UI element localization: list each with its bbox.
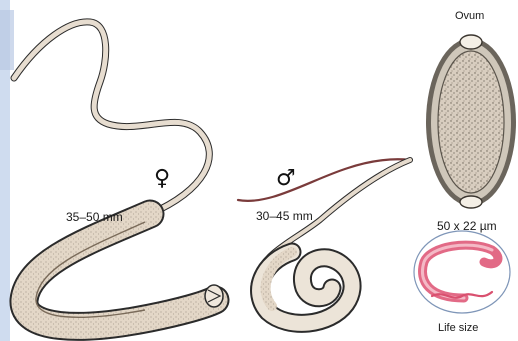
female-thin-body-outline <box>14 22 209 214</box>
male-worm <box>238 159 410 323</box>
male-symbol: ♂ <box>276 168 296 190</box>
ovum-content <box>438 51 504 193</box>
ovum-top-pole <box>460 35 482 49</box>
female-length-label: 35–50 mm <box>66 210 123 224</box>
male-length-label: 30–45 mm <box>256 209 313 223</box>
female-thin-body <box>14 22 209 214</box>
life-size-illustration <box>414 231 510 313</box>
female-symbol: ♀ <box>154 168 170 190</box>
left-edge-shade <box>0 10 14 70</box>
life-size-label: Life size <box>438 322 478 334</box>
ovum-label: Ovum <box>455 10 484 22</box>
ovum-bottom-pole <box>460 196 482 208</box>
egg-size-label: 50 x 22 µm <box>437 219 497 233</box>
ovum-egg <box>426 35 516 208</box>
male-thin-body <box>238 159 410 201</box>
female-worm <box>14 22 223 327</box>
